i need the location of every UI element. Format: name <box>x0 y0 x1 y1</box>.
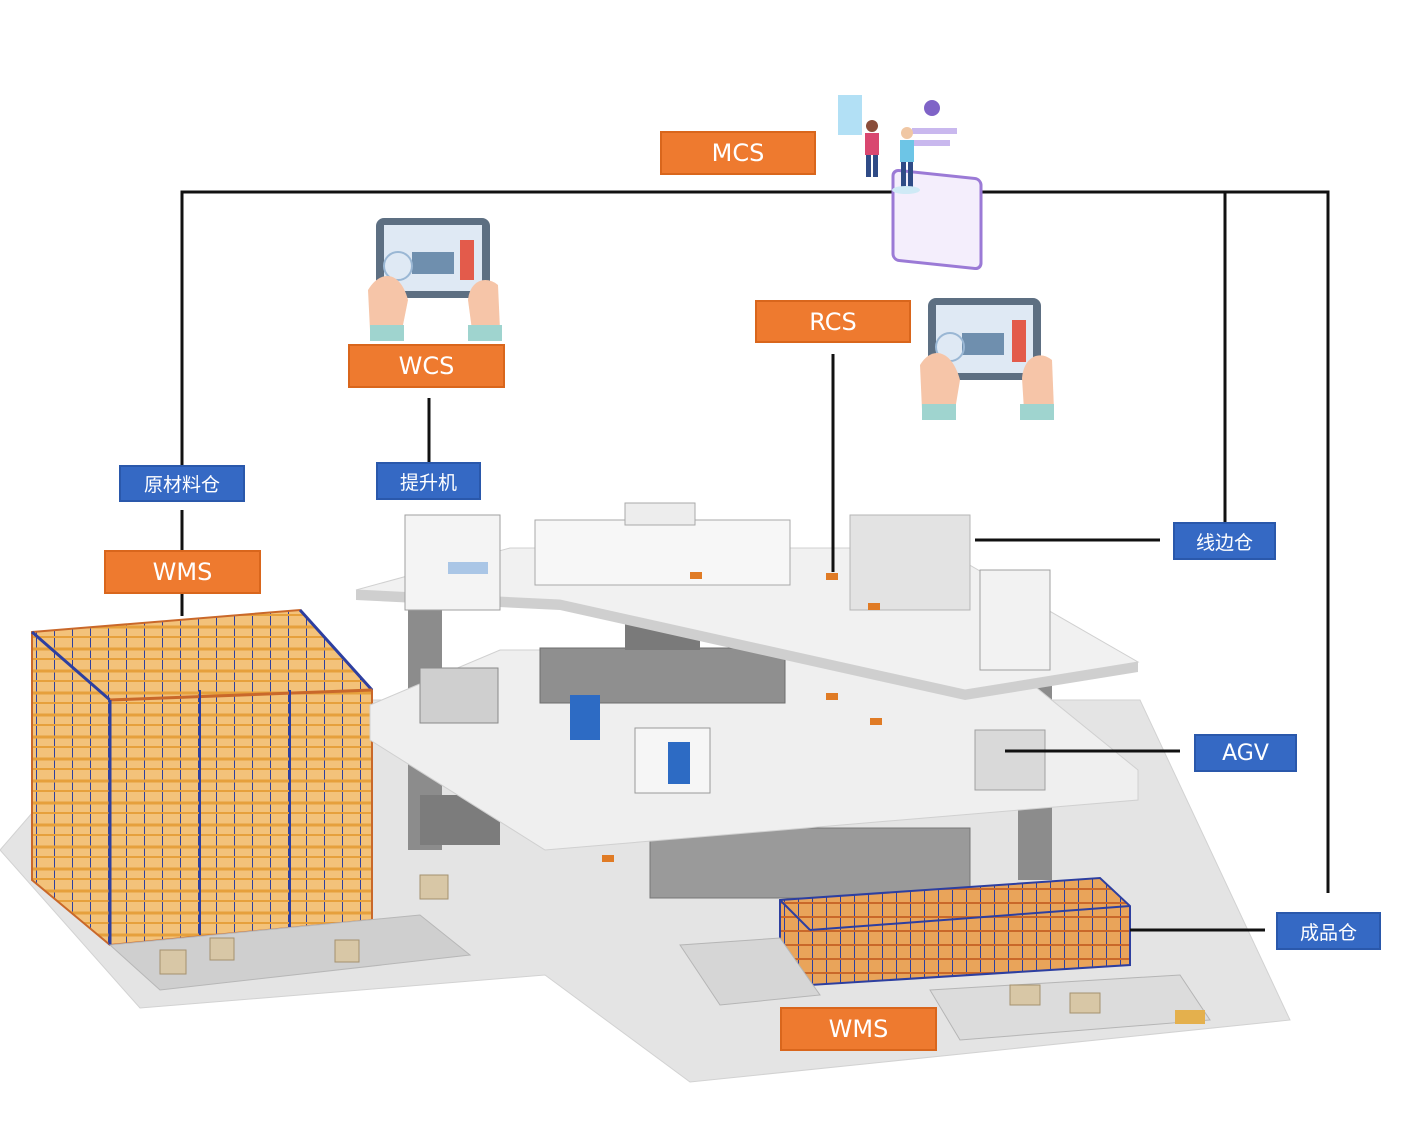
tablet-hands-icon <box>368 218 502 341</box>
mcs-label: MCS <box>660 131 816 175</box>
agv-label: AGV <box>1194 734 1297 772</box>
high-bay-rack-left <box>31 608 472 991</box>
finished-goods-rack <box>679 876 1211 1041</box>
finished-goods-warehouse-label: 成品仓 <box>1276 912 1381 950</box>
tablet-hands-icon-2 <box>920 298 1054 420</box>
multi-floor-building <box>355 502 1140 899</box>
rcs-label: RCS <box>755 300 911 343</box>
wms-label-bottom: WMS <box>780 1007 937 1051</box>
wms-label-left: WMS <box>104 550 261 594</box>
wcs-label: WCS <box>348 344 505 388</box>
line-side-warehouse-label: 线边仓 <box>1173 522 1276 560</box>
hoist-label: 提升机 <box>376 462 481 500</box>
raw-material-warehouse-label: 原材料仓 <box>119 465 245 502</box>
connector-lines <box>180 190 1330 932</box>
people-screen-icon <box>838 95 983 271</box>
